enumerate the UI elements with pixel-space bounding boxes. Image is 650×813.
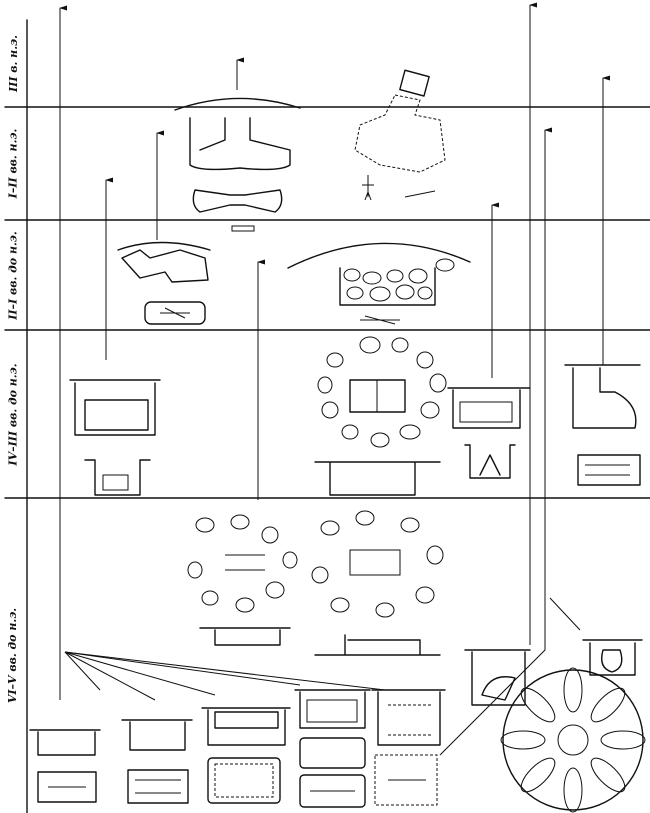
catacomb-early	[564, 364, 641, 486]
connector-line	[64, 651, 301, 686]
pot-icon	[600, 649, 623, 673]
grave-plan	[127, 769, 189, 804]
grave-plan	[299, 774, 366, 808]
grave-plan	[374, 754, 438, 806]
grave-pit	[339, 267, 436, 306]
central-grave	[557, 724, 589, 756]
time-axis-frame	[4, 19, 650, 813]
cist-section	[314, 461, 441, 496]
stone-ring-cist	[314, 336, 447, 496]
niche-grave	[464, 649, 531, 706]
pot-icon	[481, 676, 516, 701]
grave-section	[199, 627, 291, 646]
connector-line	[64, 651, 216, 696]
skeleton-icon	[585, 464, 630, 476]
kurgan-stone-grave	[287, 242, 471, 325]
stone-lining	[388, 704, 433, 736]
stone-ring-pair	[187, 510, 444, 656]
slab-cist-grave	[294, 689, 371, 808]
grave-section-small	[84, 459, 151, 496]
timber-frame	[214, 763, 274, 798]
grave-section	[464, 649, 531, 706]
coffin	[102, 474, 129, 491]
stone-fill	[343, 258, 455, 302]
grave-section	[121, 249, 209, 283]
catacomb-plan	[192, 189, 283, 213]
stone-ring	[187, 510, 444, 618]
catacomb-section	[189, 117, 291, 171]
grave-section	[294, 689, 371, 729]
timber-planks	[135, 779, 181, 794]
grave-section	[74, 382, 156, 436]
grave-plan	[207, 757, 281, 804]
skeleton-icon	[404, 190, 436, 198]
grave-section	[314, 634, 441, 656]
ring-outline	[502, 669, 644, 811]
ground-line	[174, 97, 301, 111]
evolution-arrows	[59, 2, 610, 756]
slab-grave-right	[447, 387, 531, 479]
grave-section	[29, 729, 101, 756]
grave-section	[582, 639, 643, 676]
connector-line	[64, 651, 101, 691]
slabs	[306, 699, 358, 723]
catacomb-cross-plan	[354, 69, 446, 201]
pit-grave-1	[29, 729, 101, 803]
grave-plan	[144, 301, 206, 325]
connector-line	[549, 597, 581, 631]
skeleton-icon	[231, 225, 255, 232]
radial-graves	[500, 667, 646, 813]
pit-grave-2	[121, 719, 193, 804]
chamber-plan	[354, 94, 446, 173]
timber-grave	[201, 707, 291, 804]
catacomb-section	[564, 364, 641, 429]
grave-section	[371, 689, 446, 746]
cist-grave-left	[69, 379, 161, 496]
grave-plan	[37, 771, 97, 803]
undercut-grave	[117, 241, 211, 325]
skeleton-icon	[160, 307, 190, 319]
ground-line	[117, 241, 211, 251]
kurgan-mound	[287, 242, 471, 269]
skeleton-icon	[225, 554, 265, 571]
connector-line	[64, 651, 386, 691]
figure-standing-icon	[362, 175, 374, 201]
slabs	[459, 401, 513, 423]
grave-section	[447, 387, 531, 429]
burial-plan	[349, 549, 401, 576]
cover-plan	[299, 737, 366, 769]
catacomb-plan	[577, 454, 641, 486]
grave-section	[121, 719, 193, 751]
grave-section-small	[464, 444, 516, 479]
stone-ring	[317, 336, 447, 448]
pot-grave	[582, 639, 643, 676]
grave-section	[201, 707, 291, 746]
stone-lined-grave	[371, 689, 446, 806]
arrow-up	[439, 127, 552, 756]
skeleton-icon	[360, 315, 400, 325]
entrance-shaft	[399, 69, 430, 97]
tholos-ring-burial	[500, 667, 646, 813]
connector-line	[64, 651, 156, 701]
catacomb-t-shaped	[174, 97, 301, 232]
